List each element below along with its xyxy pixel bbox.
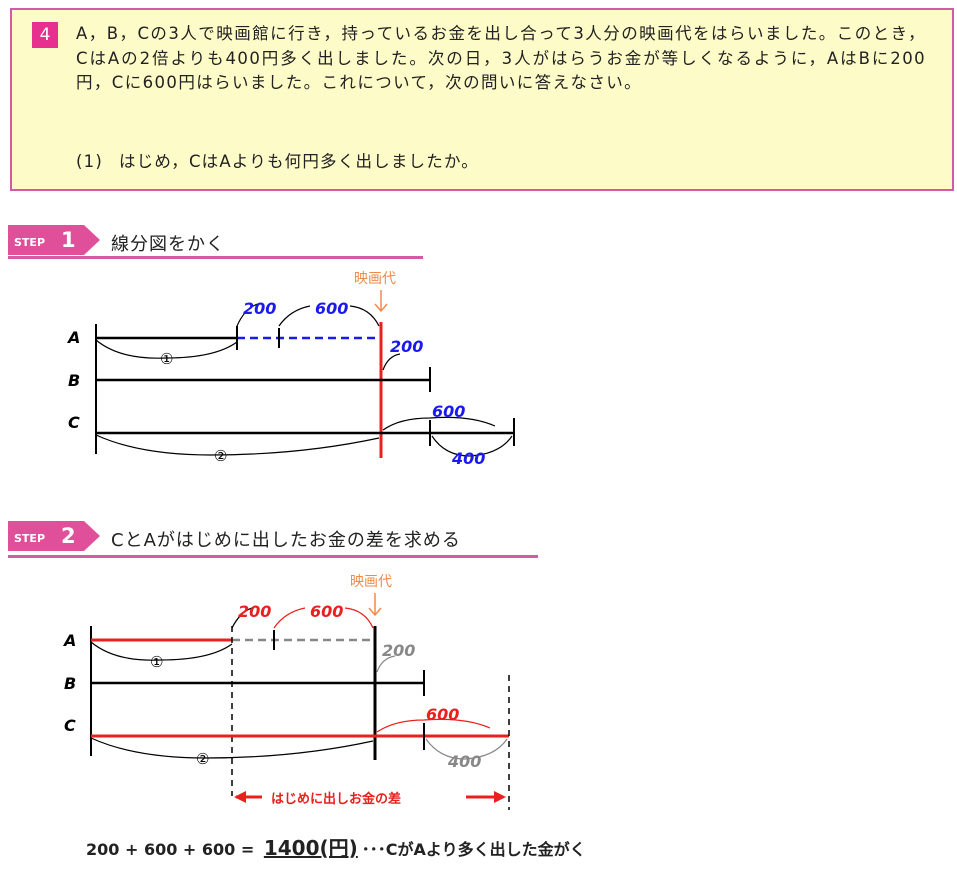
step1-movie-fee-arrowhead — [374, 303, 388, 313]
step2-title: CとAがはじめに出したお金の差を求める — [111, 530, 461, 551]
step2-a-unit: ① — [150, 653, 163, 671]
step2-row-label-c: C — [64, 716, 76, 735]
step1-c-brace — [95, 434, 380, 456]
step2-c-extra-top: 600 — [426, 705, 459, 724]
step2-c-unit: ② — [196, 750, 209, 768]
step2-diff-arrowhead-left — [234, 791, 246, 803]
step2-c-brace — [90, 737, 374, 759]
formula-note: ･･･CがAより多く出した金がく — [361, 840, 586, 859]
question-text: はじめ，CはAよりも何円多く出しましたか。 — [118, 152, 480, 171]
step1-a-transfer-200: 200 — [243, 299, 276, 318]
step2-600-brace-l — [273, 607, 306, 629]
step2-b-extra: 200 — [382, 641, 415, 660]
step1-c-unit: ② — [214, 447, 227, 465]
answer-formula: 200 + 600 + 600 = 1400(円)･･･CがAより多く出した金が… — [86, 832, 586, 861]
step2-label-num: 2 — [61, 524, 76, 548]
step1-b-extra: 200 — [390, 337, 423, 356]
problem-number: 4 — [32, 22, 58, 48]
step1-c-top-brace — [382, 416, 496, 431]
question-number: (1) — [76, 152, 103, 171]
step1-row-label-a: A — [66, 328, 80, 347]
step1-c-bottom-brace — [431, 435, 513, 457]
step1-movie-fee-label: 映画代 — [354, 271, 396, 287]
step1-c-extra-top: 600 — [432, 402, 465, 421]
step2-a-transfer-200: 200 — [238, 602, 271, 621]
step1-c-extra-bottom: 400 — [451, 449, 485, 468]
step2-600-brace-r — [344, 607, 374, 629]
step1-title: 線分図をかく — [111, 234, 225, 255]
formula-result: 1400(円) — [263, 836, 358, 860]
step2-diff-arrowhead-right — [494, 791, 506, 803]
step1-a-transfer-600: 600 — [315, 299, 348, 318]
step2-label-word: STEP — [14, 532, 46, 545]
formula-expression: 200 + 600 + 600 = — [86, 840, 255, 859]
step1-a-brace — [95, 339, 238, 359]
step1-label-num: 1 — [61, 228, 76, 252]
step2-c-bottom-brace — [425, 738, 508, 760]
step1-diagram: A B C ① 200 600 映画代 200 600 400 ② — [66, 271, 515, 468]
step2-b-brace — [376, 655, 396, 673]
step2-row-label-a: A — [62, 631, 76, 650]
step2-movie-fee-label: 映画代 — [350, 574, 392, 590]
step2-underline — [8, 555, 538, 558]
step1-row-label-c: C — [68, 413, 80, 432]
step1-200-brace — [236, 303, 259, 327]
step2-badge — [8, 521, 100, 551]
step2-c-extra-bottom: 400 — [447, 752, 481, 771]
step1-600-brace-r — [349, 305, 380, 327]
step2-diagram: A B C ① 200 600 映画代 200 600 400 ② はじめに出し… — [62, 574, 510, 810]
problem-text: A，B，Cの3人で映画館に行き，持っているお金を出し合って3人分の映画代をはらい… — [76, 24, 926, 92]
step1-b-brace — [382, 353, 401, 371]
step2-diff-label: はじめに出しお金の差 — [271, 791, 401, 807]
step1-a-unit: ① — [160, 350, 173, 368]
step2-movie-fee-arrowhead — [368, 607, 382, 617]
step2-a-transfer-600: 600 — [310, 602, 343, 621]
question-line: (1) はじめ，CはAよりも何円多く出しましたか。 — [76, 148, 479, 172]
step1-underline — [8, 256, 423, 259]
step1-label-word: STEP — [14, 236, 46, 249]
step1-badge — [8, 225, 100, 255]
step1-row-label-b: B — [68, 371, 80, 390]
step2-row-label-b: B — [64, 674, 76, 693]
step1-600-brace-l — [278, 305, 311, 327]
step2-a-brace — [90, 641, 233, 661]
step2-200-brace — [231, 607, 253, 629]
step2-c-top-brace — [376, 718, 491, 733]
problem-box: 4 A，B，Cの3人で映画館に行き，持っているお金を出し合って3人分の映画代をは… — [10, 8, 954, 191]
